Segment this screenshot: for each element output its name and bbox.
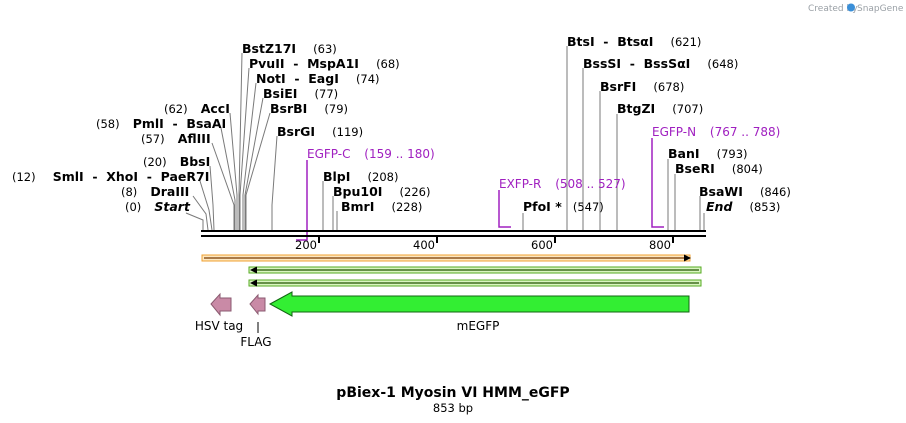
ruler-label-800: 800 (649, 238, 671, 252)
orf-forward-arrow-icon (684, 254, 691, 262)
site-bsssi-bssai: BssSI - BssSαI (648) (583, 53, 738, 72)
feature-flag: FLAG (240, 293, 272, 349)
sites-mid-labels: BlpI (208) Bpu10I (226) BmrI (228) PfoI … (323, 166, 604, 215)
primer-egfp-n-label: EGFP-N (767 .. 788) (652, 125, 780, 139)
site-pfoi: PfoI * (547) (523, 196, 604, 215)
features: HSV tag FLAG mEGFP (195, 291, 690, 349)
hsv-tag-arrow-icon (210, 292, 232, 317)
sequence-backbone (201, 230, 706, 237)
site-pvuii-mspa1i: PvuII - MspA1I (68) (249, 53, 400, 72)
site-bsrfi: BsrFI (678) (600, 76, 684, 95)
megfp-arrow-icon (268, 291, 690, 317)
site-noti-eagi: NotI - EagI (74) (256, 68, 380, 87)
site-end: End (853) (706, 196, 780, 215)
site-btgzi: BtgZI (707) (617, 98, 703, 117)
site-pmli-bsaai: (58) PmlI - BsaAI (96, 113, 226, 132)
orf-reverse-1-arrow-icon (250, 266, 257, 274)
feature-megfp-label: mEGFP (457, 319, 500, 333)
sites-upper-labels: BstZ17I (63) PvuII - MspA1I (68) NotI - … (242, 38, 400, 140)
leader-pvuii (239, 67, 250, 230)
orf-reverse-2 (248, 279, 702, 287)
orf-reverse-1 (248, 266, 702, 274)
primer-egfp-c (296, 160, 308, 241)
credit-prefix: Created by (808, 4, 858, 14)
credit-brand: SnapGene (857, 4, 904, 14)
ruler-label-400: 400 (413, 238, 435, 252)
site-bpu10i: Bpu10I (226) (333, 181, 430, 200)
leader-bstz17i (238, 52, 243, 230)
site-start: (0) Start (125, 196, 191, 215)
site-draiii: (8) DraIII (121, 181, 189, 200)
site-bstz17i: BstZ17I (63) (242, 38, 337, 57)
site-bani: BanI (793) (668, 143, 748, 162)
leader-pmli (220, 127, 236, 230)
leader-bsiei (244, 97, 264, 230)
site-blpi: BlpI (208) (323, 166, 398, 185)
snapgene-logo-icon (847, 3, 855, 12)
feature-hsv-tag: HSV tag (195, 292, 243, 333)
leader-acci (229, 112, 238, 230)
site-smli-xhoi-paer7i: (12) SmlI - XhoI - PaeR7I (12, 166, 209, 185)
sites-left-labels: (0) Start (8) DraIII (12) SmlI - XhoI - … (12, 98, 230, 215)
site-acci: (62) AccI (164, 98, 230, 117)
leader-bsrgi (271, 135, 278, 230)
primer-exfp-r (498, 190, 511, 228)
ruler-label-200: 200 (295, 238, 317, 252)
ruler: 200 400 600 800 (295, 236, 674, 252)
leader-start (185, 212, 204, 230)
map-length: 853 bp (433, 401, 473, 415)
site-leader-lines (185, 46, 705, 231)
map-title: pBiex-1 Myosin VI HMM_eGFP (336, 385, 569, 401)
leader-bbsi (209, 165, 215, 231)
ruler-label-600: 600 (531, 238, 553, 252)
primers (296, 138, 664, 241)
sites-right-labels: BtsI - BtsαI (621) BssSI - BssSαI (648) … (567, 31, 791, 215)
site-bsrbi: BsrBI (79) (270, 98, 348, 117)
primer-labels: EGFP-C (159 .. 180) EXFP-R (508 .. 527) … (307, 125, 780, 191)
site-bsawi: BsaWI (846) (699, 181, 791, 200)
feature-hsv-tag-label: HSV tag (195, 319, 243, 333)
leader-bsrbi (245, 112, 271, 230)
primer-egfp-n (651, 138, 664, 228)
site-btsi-btsai: BtsI - BtsαI (621) (567, 31, 701, 50)
snapgene-credit: Created by SnapGene (808, 3, 904, 14)
leader-draiii (192, 195, 209, 231)
leader-smli (199, 180, 213, 231)
backbone-top-strand (201, 230, 706, 232)
site-bbsi: (20) BbsI (143, 151, 210, 170)
orf-reverse-2-arrow-icon (250, 279, 257, 287)
leader-afliii (211, 142, 235, 230)
feature-megfp: mEGFP (268, 291, 690, 333)
feature-flag-label: FLAG (240, 335, 271, 349)
primer-egfp-c-label: EGFP-C (159 .. 180) (307, 147, 435, 161)
backbone-bottom-strand (201, 235, 706, 237)
site-bmri: BmrI (228) (341, 196, 422, 215)
site-afliii: (57) AflIII (141, 128, 211, 147)
flag-arrow-icon (249, 293, 266, 316)
orfs (201, 254, 702, 287)
site-bseri: BseRI (804) (675, 158, 763, 177)
site-bsiei: BsiEI (77) (263, 83, 338, 102)
site-bsrgi: BsrGI (119) (277, 121, 363, 140)
leader-noti (242, 82, 257, 230)
primer-exfp-r-label: EXFP-R (508 .. 527) (499, 177, 626, 191)
orf-forward (201, 254, 691, 262)
